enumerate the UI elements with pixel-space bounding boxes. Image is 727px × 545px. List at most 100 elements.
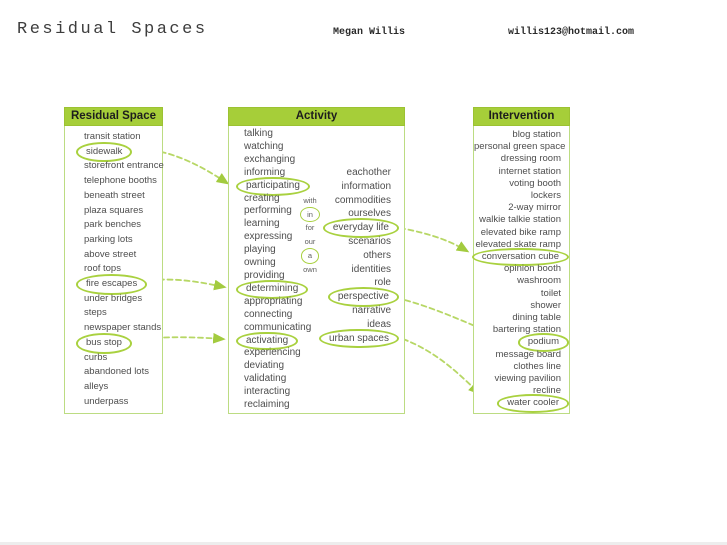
list-item: park benches (84, 218, 162, 233)
circled-item: everyday life (322, 218, 399, 238)
item-label: elevated bike ramp (480, 226, 561, 238)
list-item: ourselves (327, 207, 391, 221)
item-label: exchanging (244, 153, 296, 165)
circled-item: participating (236, 176, 310, 196)
circled-item: bus stop (76, 332, 132, 354)
list-item: communicating (244, 322, 311, 335)
list-item: informing (244, 167, 311, 180)
item-label: for (305, 223, 315, 233)
item-label: communicating (244, 321, 312, 333)
item-label: watching (244, 140, 284, 152)
arrow-urban-spaces-to-water-cooler (402, 338, 481, 395)
item-label: curbs (84, 351, 108, 363)
item-label: newspaper stands (84, 322, 162, 334)
item-label: underpass (84, 395, 129, 407)
item-label: learning (244, 218, 280, 230)
item-label: identities (351, 263, 391, 275)
list-item: voting booth (474, 178, 561, 190)
item-label: talking (244, 128, 273, 139)
item-label: steps (84, 307, 107, 319)
item-label: blog station (512, 129, 561, 140)
list-item: recline (474, 385, 561, 397)
list-item: participating (236, 176, 311, 196)
list-item: beneath street (84, 189, 162, 204)
item-label: parking lots (84, 233, 133, 245)
list-item: watching (244, 141, 311, 154)
list-item: water cooler (474, 394, 569, 413)
list-item: podium (474, 333, 569, 352)
item-label: under bridges (84, 292, 143, 304)
list-item: experiencing (244, 347, 311, 360)
item-label: expressing (244, 231, 293, 243)
circled-item: podium (517, 333, 569, 352)
list-item: conversation cube (471, 248, 569, 267)
circled-item: water cooler (497, 394, 569, 413)
list-item: deviating (244, 360, 311, 373)
item-label: validating (244, 373, 287, 385)
item-label: 2-way mirror (508, 202, 561, 214)
item-label: telephone booths (84, 175, 157, 187)
item-label: personal green space (474, 141, 566, 153)
list-item: a (295, 247, 325, 264)
list-item: commodities (327, 194, 391, 208)
item-label: experiencing (244, 347, 301, 359)
list-item: opinion booth (474, 263, 561, 275)
list-item: blog station (474, 129, 561, 141)
item-label: with (303, 196, 317, 205)
item-label: dressing room (500, 153, 561, 165)
item-label: message board (495, 348, 561, 360)
circled-item: conversation cube (471, 248, 569, 267)
list-item: walkie talkie station (474, 214, 561, 226)
list-item: clothes line (474, 361, 561, 373)
list-item: validating (244, 373, 311, 386)
item-label: plaza squares (84, 204, 144, 216)
list-item: abandoned lots (84, 365, 162, 380)
list-item: others (327, 249, 391, 263)
list-item: interacting (244, 386, 311, 399)
item-label: playing (244, 244, 276, 256)
item-label: performing (244, 205, 292, 217)
list-item: learning (244, 218, 311, 231)
list-item: elevated skate ramp (474, 239, 561, 251)
item-label: walkie talkie station (479, 214, 561, 226)
item-label: internet station (498, 165, 561, 177)
list-item: scenarios (327, 235, 391, 249)
item-label: beneath street (84, 189, 145, 201)
item-label: ourselves (348, 208, 391, 220)
list-item: exchanging (244, 154, 311, 167)
item-label: recline (533, 385, 561, 397)
item-label: shower (530, 299, 561, 311)
list-item: for (295, 221, 325, 235)
item-label: voting booth (509, 177, 561, 189)
list-item: everyday life (322, 218, 399, 238)
item-label: above street (84, 248, 137, 260)
item-label: opinion booth (503, 263, 561, 275)
list-item: viewing pavilion (474, 373, 561, 385)
list-item: activating (236, 331, 311, 351)
list-item: identities (327, 263, 391, 277)
list-item: message board (474, 349, 561, 361)
list-item: roof tops (84, 262, 162, 277)
list-item: ideas (327, 318, 391, 332)
item-label: interacting (244, 386, 291, 398)
list-item: dressing room (474, 153, 561, 165)
list-item: parking lots (84, 233, 162, 248)
circled-item: activating (236, 331, 299, 351)
item-label: abandoned lots (84, 366, 149, 378)
circled-item: a (300, 247, 320, 264)
list-item: with (295, 194, 325, 208)
item-label: elevated skate ramp (475, 238, 561, 250)
list-item: lockers (474, 190, 561, 202)
list-item: information (327, 180, 391, 194)
item-label: washroom (517, 275, 561, 287)
circled-item: fire escapes (76, 274, 148, 295)
list-item: 2-way mirror (474, 202, 561, 214)
item-label: toilet (540, 287, 561, 299)
item-label: bartering station (492, 324, 561, 336)
item-label: alleys (84, 380, 109, 392)
item-label: reclaiming (244, 399, 290, 411)
list-item: in (295, 206, 325, 223)
list-item: urban spaces (318, 328, 399, 349)
